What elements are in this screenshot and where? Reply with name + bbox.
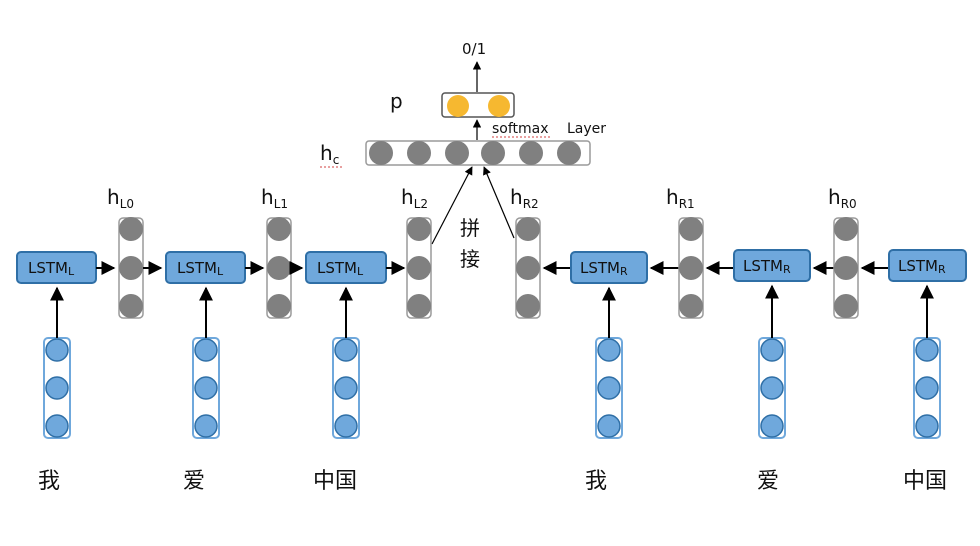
hidden-neuron — [516, 256, 540, 280]
hidden-neuron — [516, 294, 540, 318]
hidden-neuron — [119, 294, 143, 318]
input-neuron — [915, 338, 939, 362]
lstm-right-box — [570, 251, 648, 284]
hidden-neuron — [119, 256, 143, 280]
p-label: p — [390, 89, 403, 113]
input-neuron — [334, 338, 358, 362]
input-neuron — [915, 414, 939, 438]
hidden-neuron — [516, 217, 540, 241]
lstm-left-label: LSTML — [28, 259, 75, 278]
hidden-state-label: hR1 — [666, 185, 695, 211]
lstm-right-label: LSTMR — [580, 259, 628, 278]
hidden-neuron — [407, 217, 431, 241]
input-neuron — [597, 414, 621, 438]
hc-neuron — [407, 141, 431, 165]
output-neuron — [447, 95, 469, 117]
hc-vector-box — [365, 140, 591, 166]
input-neuron — [334, 414, 358, 438]
hidden-neuron — [267, 294, 291, 318]
concat-arrow-right — [483, 166, 515, 239]
softmax-label: softmax — [492, 121, 549, 137]
hc-neuron — [519, 141, 543, 165]
hc-neuron — [481, 141, 505, 165]
hidden-state-label: hL2 — [401, 185, 428, 211]
concat-label: 拼 — [460, 216, 480, 240]
input-word: 中国 — [313, 469, 357, 494]
input-neuron — [334, 376, 358, 400]
input-neuron — [597, 338, 621, 362]
concat-arrow-left — [431, 166, 473, 245]
lstm-right-label: LSTMR — [898, 257, 946, 276]
lstm-right-label: LSTMR — [743, 257, 791, 276]
input-neuron — [915, 376, 939, 400]
hidden-neuron — [834, 256, 858, 280]
output-label: 0/1 — [462, 40, 486, 58]
input-word: 爱 — [183, 469, 205, 494]
hidden-neuron — [679, 217, 703, 241]
hidden-neuron — [267, 256, 291, 280]
hidden-state-label: hR0 — [828, 185, 857, 211]
hidden-neuron — [834, 294, 858, 318]
hc-neuron — [557, 141, 581, 165]
hidden-neuron — [407, 256, 431, 280]
input-neuron — [45, 414, 69, 438]
hidden-state-label: hL0 — [107, 185, 134, 211]
hc-label: hc — [320, 141, 339, 167]
input-word: 中国 — [903, 469, 947, 494]
hc-neuron — [445, 141, 469, 165]
input-neuron — [45, 338, 69, 362]
input-neuron — [760, 338, 784, 362]
layer-label: Layer — [567, 121, 606, 137]
input-neuron — [760, 376, 784, 400]
concat-label: 接 — [460, 247, 480, 271]
lstm-left-label: LSTML — [177, 259, 224, 278]
hidden-neuron — [119, 217, 143, 241]
input-neuron — [194, 414, 218, 438]
hidden-state-label: hR2 — [510, 185, 539, 211]
input-neuron — [194, 376, 218, 400]
input-word: 我 — [585, 469, 607, 494]
input-neuron — [194, 338, 218, 362]
lstm-right-box — [733, 249, 811, 282]
hidden-neuron — [267, 217, 291, 241]
lstm-left-label: LSTML — [317, 259, 364, 278]
hidden-state-label: hL1 — [261, 185, 288, 211]
hc-neuron — [369, 141, 393, 165]
input-neuron — [760, 414, 784, 438]
input-word: 爱 — [757, 469, 779, 494]
input-neuron — [45, 376, 69, 400]
lstm-right-box — [888, 249, 967, 282]
output-neuron — [488, 95, 510, 117]
input-neuron — [597, 376, 621, 400]
hidden-neuron — [407, 294, 431, 318]
input-word: 我 — [38, 469, 60, 494]
hidden-neuron — [679, 294, 703, 318]
hidden-neuron — [679, 256, 703, 280]
hidden-neuron — [834, 217, 858, 241]
